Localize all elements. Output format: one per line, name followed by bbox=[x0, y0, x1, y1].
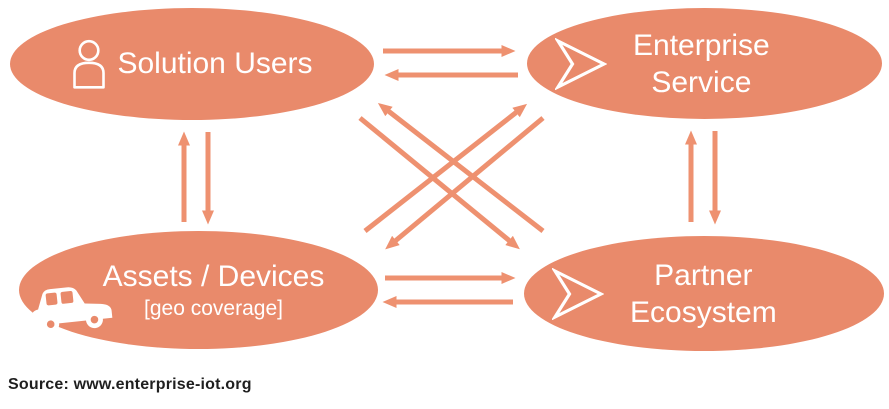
node-label-line1: Partner bbox=[654, 258, 753, 292]
node-partner-ecosystem: Partner Ecosystem bbox=[524, 236, 884, 351]
arrow-enterprise-service-to-assets-devices bbox=[385, 116, 545, 250]
node-label-line2: Ecosystem bbox=[630, 295, 777, 329]
arrow-partner-ecosystem-to-solution-users bbox=[377, 102, 545, 233]
node-solution-users: Solution Users bbox=[10, 8, 374, 120]
node-label-line1: Enterprise bbox=[633, 28, 770, 62]
person-icon bbox=[73, 39, 106, 89]
node-label-partner-ecosystem: Partner Ecosystem bbox=[630, 257, 777, 331]
node-label-line2: Service bbox=[651, 65, 752, 99]
chevron-icon bbox=[552, 267, 604, 320]
node-assets-devices: Assets / Devices [geo coverage] bbox=[19, 231, 378, 349]
arrow-assets-devices-to-enterprise-service bbox=[363, 103, 528, 233]
node-enterprise-service: Enterprise Service bbox=[527, 8, 882, 119]
source-attribution: Source: www.enterprise-iot.org bbox=[8, 376, 252, 393]
chevron-icon bbox=[555, 37, 607, 90]
node-label-enterprise-service: Enterprise Service bbox=[633, 27, 770, 101]
car-icon bbox=[31, 287, 113, 333]
node-sublabel-geo-coverage: [geo coverage] bbox=[144, 296, 283, 320]
node-label-solution-users: Solution Users bbox=[117, 47, 313, 80]
arrow-solution-users-to-partner-ecosystem bbox=[358, 116, 520, 250]
node-label-assets-devices: Assets / Devices bbox=[102, 259, 325, 293]
